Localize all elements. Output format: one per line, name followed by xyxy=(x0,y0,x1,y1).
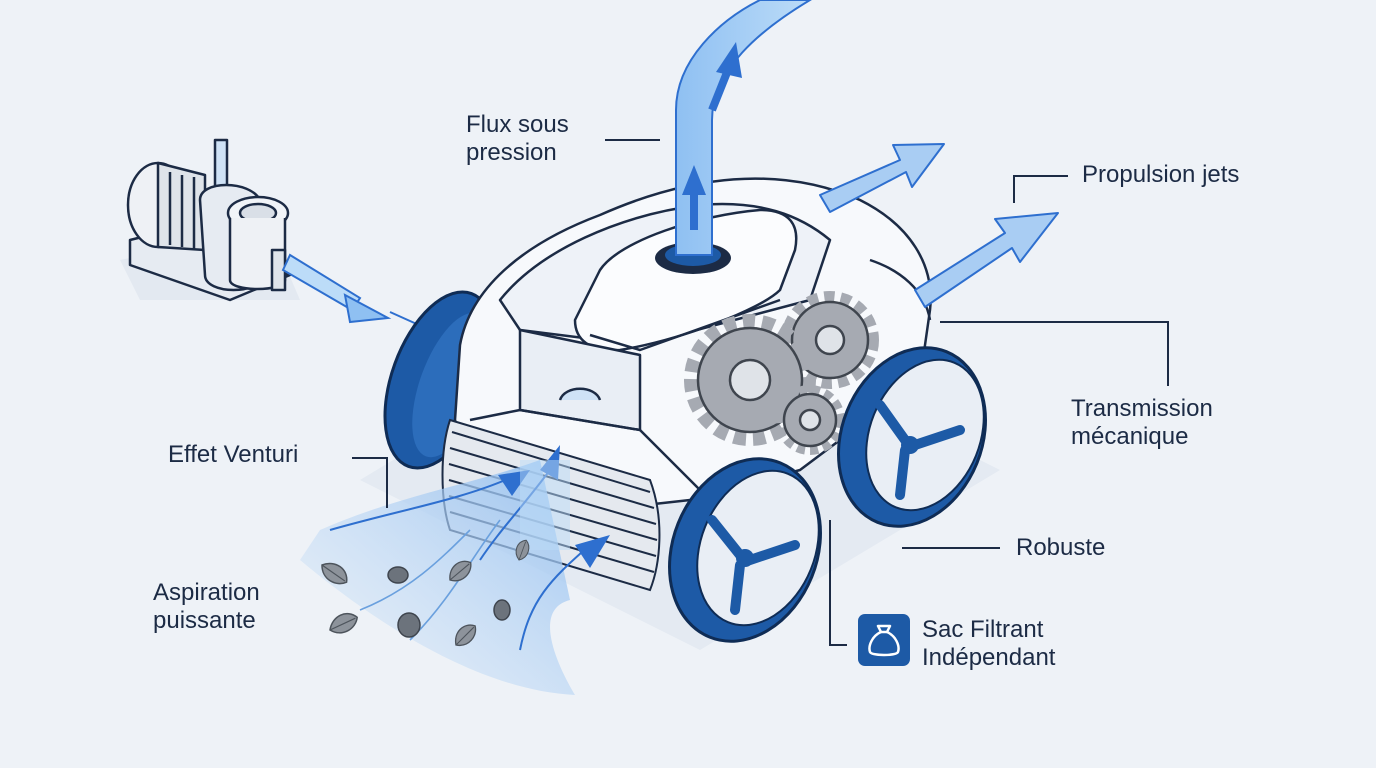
label-propulsion-jets: Propulsion jets xyxy=(1082,161,1239,189)
label-line: Transmission xyxy=(1071,395,1213,422)
label-line: Propulsion jets xyxy=(1082,161,1240,188)
label-transmission: Transmission mécanique xyxy=(1071,395,1213,451)
gear-icon xyxy=(684,291,879,455)
label-effet-venturi: Effet Venturi xyxy=(168,441,298,469)
label-line: mécanique xyxy=(1071,423,1189,450)
wheel-back-right xyxy=(837,346,987,528)
pressure-hose xyxy=(655,0,812,274)
label-line: Sac Filtrant xyxy=(922,616,1044,643)
label-line: Flux sous xyxy=(466,111,569,138)
label-sac-filtrant: Sac Filtrant Indépendant xyxy=(922,616,1055,672)
label-line: Indépendant xyxy=(922,644,1056,671)
pump-flow-arrow xyxy=(281,253,431,331)
label-line: Robuste xyxy=(1016,534,1106,561)
label-line: puissante xyxy=(153,607,256,634)
label-robuste: Robuste xyxy=(1016,534,1105,562)
label-aspiration: Aspiration puissante xyxy=(153,579,260,635)
label-line: Effet Venturi xyxy=(168,441,299,468)
propulsion-arrows xyxy=(819,143,1059,308)
leaf-icon xyxy=(316,537,533,651)
wheel-front-right xyxy=(668,457,822,643)
label-line: Aspiration xyxy=(153,579,260,606)
pool-pump-icon xyxy=(126,138,292,302)
label-flux-sous-pression: Flux sous pression xyxy=(466,111,569,167)
bag-icon xyxy=(858,614,910,666)
suction-flow xyxy=(300,445,610,695)
label-line: pression xyxy=(466,139,557,166)
leader-lines xyxy=(352,139,1169,646)
